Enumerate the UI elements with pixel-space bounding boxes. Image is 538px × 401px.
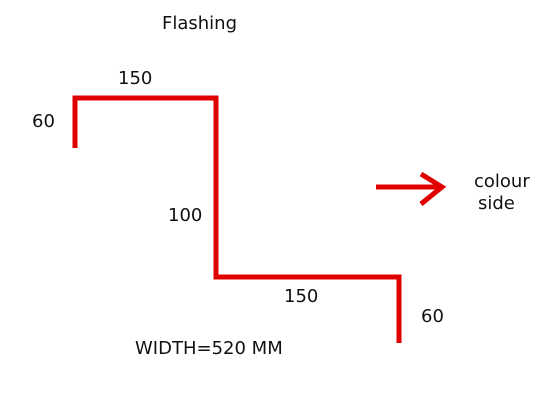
width-note: WIDTH=520 MM bbox=[135, 338, 283, 359]
top-run-label: 150 bbox=[118, 68, 152, 89]
vertical-drop-label: 100 bbox=[168, 205, 202, 226]
colour-side-line1: colour bbox=[474, 171, 530, 192]
arrow-right-icon bbox=[376, 171, 447, 206]
left-lip-label: 60 bbox=[32, 111, 55, 132]
bottom-run-label: 150 bbox=[284, 286, 318, 307]
flashing-profile-line bbox=[72, 95, 402, 343]
colour-side-line2: side bbox=[478, 193, 515, 214]
right-lip-label: 60 bbox=[421, 306, 444, 327]
diagram-title: Flashing bbox=[162, 13, 237, 34]
